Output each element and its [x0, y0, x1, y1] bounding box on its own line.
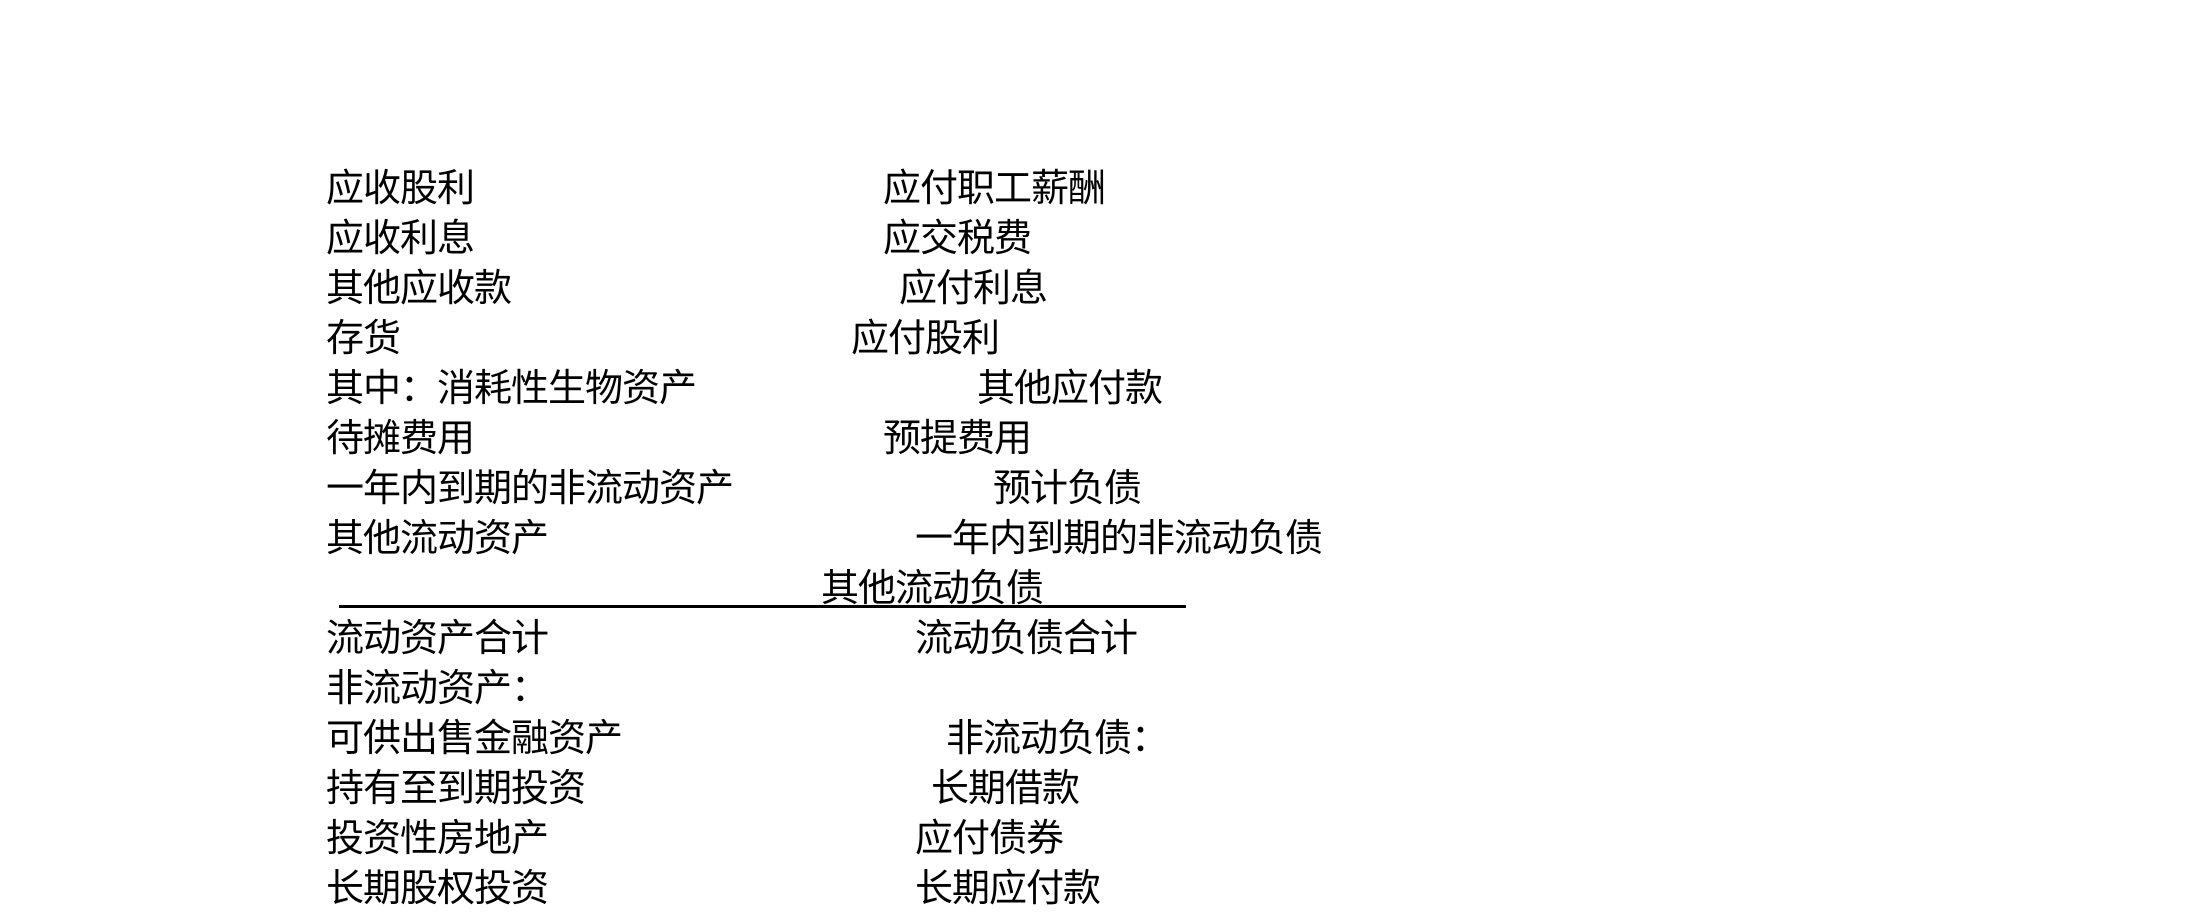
liability-item-long-term-payables: 长期应付款	[915, 866, 1101, 910]
liability-item-accrued-expenses: 预提费用	[883, 416, 1032, 460]
liability-item-current-portion-noncurrent-liabilities: 一年内到期的非流动负债	[915, 516, 1323, 560]
subtotal-underline	[339, 605, 1186, 608]
asset-item-other-receivables: 其他应收款	[326, 266, 512, 310]
asset-item-other-current-assets: 其他流动资产	[326, 516, 549, 560]
asset-section-noncurrent-heading: 非流动资产：	[326, 666, 549, 710]
liability-item-interest-payable: 应付利息	[899, 266, 1048, 310]
asset-item-available-for-sale: 可供出售金融资产	[326, 716, 623, 760]
asset-item-held-to-maturity: 持有至到期投资	[326, 766, 586, 810]
liability-total-current-liabilities: 流动负债合计	[915, 616, 1138, 660]
asset-total-current-assets: 流动资产合计	[326, 616, 549, 660]
liability-item-other-current-liabilities: 其他流动负债	[821, 566, 1044, 610]
asset-item-prepaid-expenses: 待摊费用	[326, 416, 475, 460]
asset-item-inventory: 存货	[326, 316, 401, 360]
asset-item-long-term-equity-investment: 长期股权投资	[326, 866, 549, 910]
liability-item-other-payables: 其他应付款	[977, 366, 1163, 410]
liability-item-employee-benefits-payable: 应付职工薪酬	[883, 166, 1106, 210]
liability-item-dividends-payable: 应付股利	[851, 316, 1000, 360]
asset-item-consumable-biological-assets: 其中：消耗性生物资产	[326, 366, 697, 410]
asset-item-investment-property: 投资性房地产	[326, 816, 549, 860]
liability-item-bonds-payable: 应付债券	[915, 816, 1064, 860]
liability-item-estimated-liabilities: 预计负债	[993, 466, 1142, 510]
liability-item-taxes-payable: 应交税费	[883, 216, 1032, 260]
asset-item-dividends-receivable: 应收股利	[326, 166, 475, 210]
asset-item-current-portion-noncurrent-assets: 一年内到期的非流动资产	[326, 466, 734, 510]
asset-item-interest-receivable: 应收利息	[326, 216, 475, 260]
liability-section-noncurrent-heading: 非流动负债：	[946, 716, 1169, 760]
liability-item-long-term-borrowings: 长期借款	[931, 766, 1080, 810]
